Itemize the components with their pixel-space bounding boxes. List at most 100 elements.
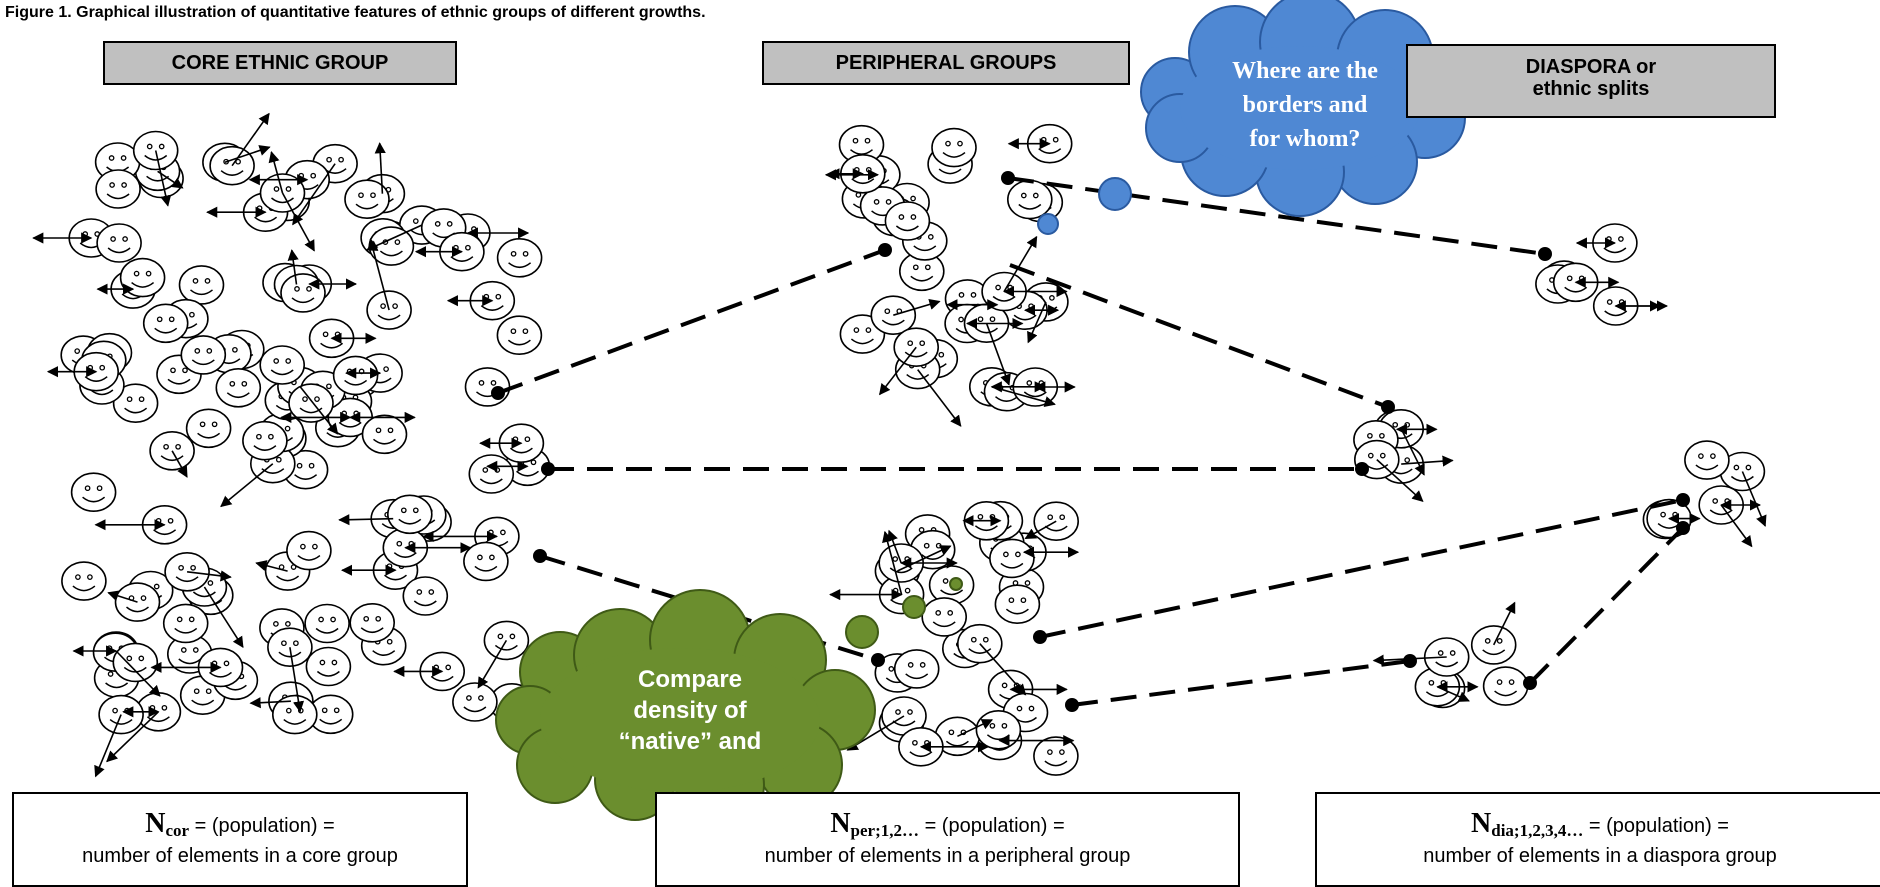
smiley-face-icon (95, 169, 141, 209)
relation-arrow-icon (106, 711, 159, 763)
relation-arrow-icon (1024, 520, 1057, 540)
relation-arrow-icon (115, 650, 161, 697)
dashed-link-peripheral-top-to-diaspora-mid (1009, 263, 1389, 409)
green-cloud-line2: density of (633, 697, 747, 724)
relation-arrow-icon (957, 719, 994, 738)
relation-arrow-icon (1741, 471, 1767, 527)
blue-cloud-text: Where are the borders and for whom? (1195, 54, 1415, 156)
relation-arrow-icon (292, 163, 336, 226)
dashed-link-peripheral-bottom-to-diaspora-right (1039, 498, 1684, 639)
smiley-face-icon (931, 127, 977, 168)
peripheral-equation: = (population) = (919, 815, 1065, 837)
smiley-face-icon (259, 345, 306, 385)
smiley-face-icon (1684, 440, 1730, 480)
relation-arrow-icon (882, 530, 903, 595)
relation-arrow-icon (1720, 504, 1753, 548)
peripheral-groups-header-label: PERIPHERAL GROUPS (835, 52, 1057, 74)
smiley-face-icon (142, 303, 189, 344)
smiley-face-icon (332, 355, 379, 396)
diaspora-symbol: N (1471, 808, 1492, 839)
smiley-face-icon (304, 603, 350, 644)
relation-arrow-icon (985, 322, 1011, 386)
smiley-face-icon (402, 576, 449, 616)
smiley-face-icon (178, 265, 225, 305)
relation-arrow-icon (893, 298, 941, 316)
smiley-face-icon (61, 561, 107, 601)
smiley-face-icon (468, 454, 515, 494)
relation-arrow-icon (338, 514, 394, 526)
core-group-header: CORE ETHNIC GROUP (103, 41, 457, 85)
relation-arrow-icon (154, 150, 172, 207)
relation-arrow-icon (374, 142, 386, 194)
green-thought-cloud (495, 577, 963, 830)
smiley-face-icon (921, 597, 968, 637)
smiley-face-icon (162, 603, 209, 644)
relation-arrow-icon (203, 586, 244, 649)
relation-arrow-icon (1400, 428, 1425, 476)
blue-cloud-line1: Where are the (1232, 58, 1378, 84)
relation-arrows-layer (32, 112, 1767, 778)
diaspora-equation: = (population) = (1583, 815, 1729, 837)
diaspora-description: number of elements in a diaspora group (1423, 845, 1777, 867)
core-description: number of elements in a core group (82, 845, 398, 867)
figure-caption: Figure 1. Graphical illustration of quan… (5, 4, 706, 21)
relation-arrow-icon (224, 145, 271, 164)
smiley-face-icon (496, 315, 543, 356)
smiley-face-icon (1033, 736, 1079, 776)
smiley-face-icon (464, 367, 511, 407)
diaspora-header: DIASPORA or ethnic splits (1406, 44, 1776, 118)
core-symbol: N (145, 808, 166, 839)
smiley-face-icon (280, 273, 326, 313)
smiley-face-icon (386, 494, 433, 535)
smiley-face-icon (288, 383, 334, 423)
green-cloud-text: Compare density of “native” and (600, 664, 780, 757)
smiley-face-icon (112, 642, 159, 683)
relation-arrow-icon (979, 643, 1027, 696)
smiley-face-icon (1482, 666, 1529, 706)
relation-arrow-icon (477, 639, 508, 689)
smiley-face-icon (884, 201, 931, 241)
smiley-face-icon (242, 420, 288, 461)
peripheral-subscript: per;1,2… (850, 821, 920, 840)
smiley-face-icon (119, 257, 166, 298)
core-equation: = (population) = (189, 815, 335, 837)
diaspora-subscript: dia;1,2,3,4… (1491, 821, 1584, 840)
relation-arrow-icon (299, 385, 339, 435)
smiley-face-icon (1007, 179, 1053, 220)
smiley-face-icon (483, 620, 530, 661)
smiley-face-icon (98, 694, 144, 735)
smiley-face-icon (361, 414, 408, 455)
smiley-face-icon (893, 649, 940, 689)
relation-arrow-icon (1492, 601, 1516, 646)
relation-arrow-icon (1401, 455, 1454, 467)
green-cloud-line1: Compare (637, 666, 743, 693)
blue-cloud-line2: borders and (1242, 92, 1368, 118)
smiley-face-icon (180, 335, 227, 375)
link-endpoints (491, 171, 1690, 712)
smiley-face-icon (185, 408, 232, 449)
dashed-link-peripheral-top-to-diaspora-upper (1007, 176, 1546, 256)
relation-arrow-icon (171, 450, 188, 478)
diaspora-header-line1: DIASPORA or (1525, 56, 1657, 78)
smiley-face-icon (994, 584, 1041, 625)
relation-arrow-icon (249, 697, 291, 709)
relation-arrow-icon (1376, 459, 1424, 502)
relation-arrow-icon (281, 192, 315, 252)
smiley-faces-layer (60, 123, 1766, 776)
smiley-face-icon (286, 530, 332, 571)
blue-cloud-line3: for whom? (1249, 126, 1361, 152)
relation-arrow-icon (220, 463, 274, 508)
diaspora-header-line2: ethnic splits (1532, 78, 1650, 100)
smiley-face-icon (349, 602, 396, 643)
peripheral-description: number of elements in a peripheral group (764, 845, 1131, 867)
relation-arrow-icon (289, 647, 305, 713)
smiley-face-icon (496, 237, 543, 278)
smiley-face-icon (463, 541, 509, 582)
smiley-face-icon (452, 682, 498, 722)
core-population-box: Ncor = (population) = number of elements… (12, 792, 468, 887)
dashed-link-core-to-peripheral-top (497, 248, 886, 395)
relation-arrow-icon (365, 224, 423, 251)
smiley-face-icon (70, 472, 117, 513)
dashed-link-diaspora-lower-to-diaspora-right (1528, 526, 1685, 685)
dashed-link-peripheral-bottom-to-diaspora-lower (1071, 659, 1411, 707)
